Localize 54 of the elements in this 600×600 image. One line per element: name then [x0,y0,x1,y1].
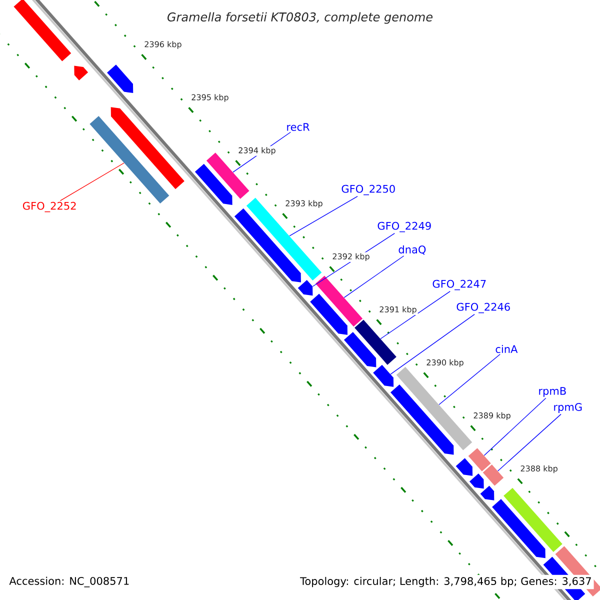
gene-feature [316,276,363,327]
gene-feature [390,384,454,455]
title: Gramella forsetii KT0803, complete genome [168,12,432,24]
gene-feature [344,332,376,368]
scale-label: 2389 kbp [472,411,512,422]
scale-label: 2395 kbp [190,93,230,103]
scale-label: 2392 kbp [331,252,371,262]
gene-feature [310,294,348,335]
gene-feature [354,320,396,365]
gene-label: rpmB [539,387,566,397]
gene-feature [110,107,184,190]
scale-label: 2388 kbp [519,464,559,474]
leader-line [438,354,500,405]
gene-label: recR [287,123,310,131]
leader-line [484,398,546,456]
gene-feature [396,366,472,450]
gene-label: GFO_2250 [342,184,395,196]
gene-feature [456,458,473,476]
leader-line [498,414,562,472]
scale-label: 2390 kbp [425,358,465,368]
gene-label: GFO_2246 [456,302,510,314]
leader-line [390,314,475,375]
gene-label: rpmG [554,403,582,413]
footer-text: Accession: NC_008571 [9,576,129,588]
gene-feature [90,116,170,204]
gene-label: GFO_2249 [378,222,431,232]
gene-feature [469,474,484,489]
scale-label: 2396 kbp [143,40,183,50]
gene-label: dnaQ [398,245,426,255]
gene-label: cinA [496,344,518,354]
gene-feature [504,488,562,552]
gene-label: GFO_2252 [22,202,76,212]
gene-feature [246,198,322,280]
gene-label: GFO_2247 [432,280,486,290]
gene-feature [482,464,504,486]
footer-text: Topology: circular; Length: 3,798,465 bp; Genes: 3,637 [298,574,594,590]
gene-feature [194,164,232,205]
gene-feature [480,486,494,500]
scale-label: 2393 kbp [284,199,324,209]
leader-line [380,290,450,340]
gene-feature [298,280,313,296]
gene-feature [206,152,250,199]
leader-line [289,196,358,236]
gene-feature [492,499,546,558]
scale-label: 2391 kbp [378,305,418,315]
gene-feature [107,64,134,94]
gene-feature [373,364,394,387]
leader-line [60,162,124,202]
gene-feature [234,208,301,282]
leader-line [344,256,404,298]
gene-feature [74,66,88,80]
gene-feature [14,0,72,62]
scale-label: 2394 kbp [237,146,277,156]
gene-feature [468,448,491,472]
